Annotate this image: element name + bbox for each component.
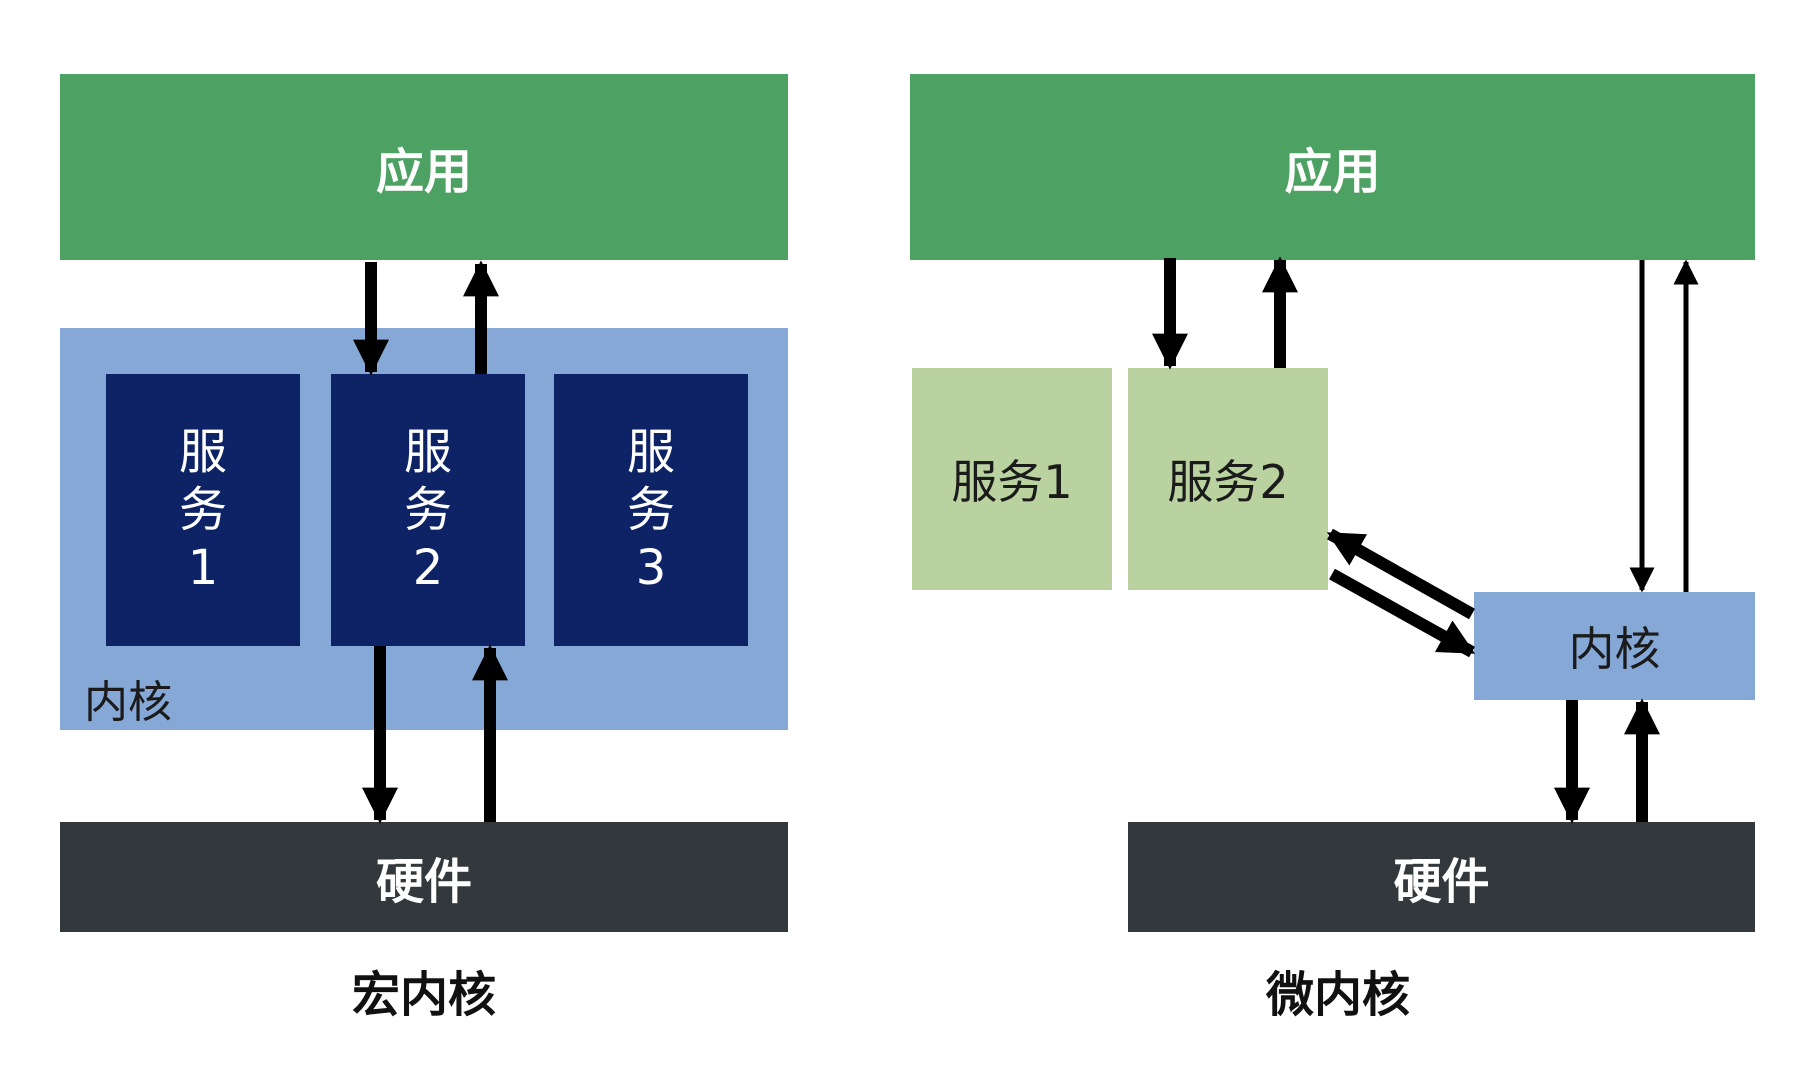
micro-app-block: 应用 [910,74,1755,260]
macro-service-3: 服 务 3 [554,374,748,646]
macro-service-3-c1: 服 [626,424,675,480]
macro-service-1-c3: 1 [187,540,219,596]
macro-service-2-c1: 服 [403,424,452,480]
micro-service-1: 服务1 [912,368,1112,590]
macro-caption: 宏内核 [351,967,496,1023]
micro-service-2-label: 服务2 [1167,455,1289,509]
micro-kernel-block: 内核 [1474,592,1755,700]
macro-service-3-c3: 3 [635,540,667,596]
macro-hardware-label: 硬件 [375,854,472,910]
micro-arrow-service-to-kernel [1329,568,1476,658]
micro-kernel-label: 内核 [1568,622,1661,676]
macro-kernel-label: 内核 [84,677,172,728]
macro-service-3-c2: 务 [626,482,675,538]
micro-caption: 微内核 [1265,967,1410,1023]
macro-service-1-c1: 服 [178,424,227,480]
micro-service-2: 服务2 [1128,368,1328,590]
micro-app-label: 应用 [1284,144,1381,200]
macro-service-2-c3: 2 [412,540,444,596]
macro-app-label: 应用 [375,144,472,200]
macro-app-block: 应用 [60,74,788,260]
macro-service-1-c2: 务 [178,482,227,538]
micro-hardware-label: 硬件 [1393,854,1490,910]
micro-arrow-kernel-to-service [1326,528,1475,620]
micro-service-1-label: 服务1 [951,455,1073,509]
macro-service-1: 服 务 1 [106,374,300,646]
macro-service-2-c2: 务 [403,482,452,538]
macro-service-2: 服 务 2 [331,374,525,646]
micro-hardware-block: 硬件 [1128,822,1755,932]
macro-hardware-block: 硬件 [60,822,788,932]
